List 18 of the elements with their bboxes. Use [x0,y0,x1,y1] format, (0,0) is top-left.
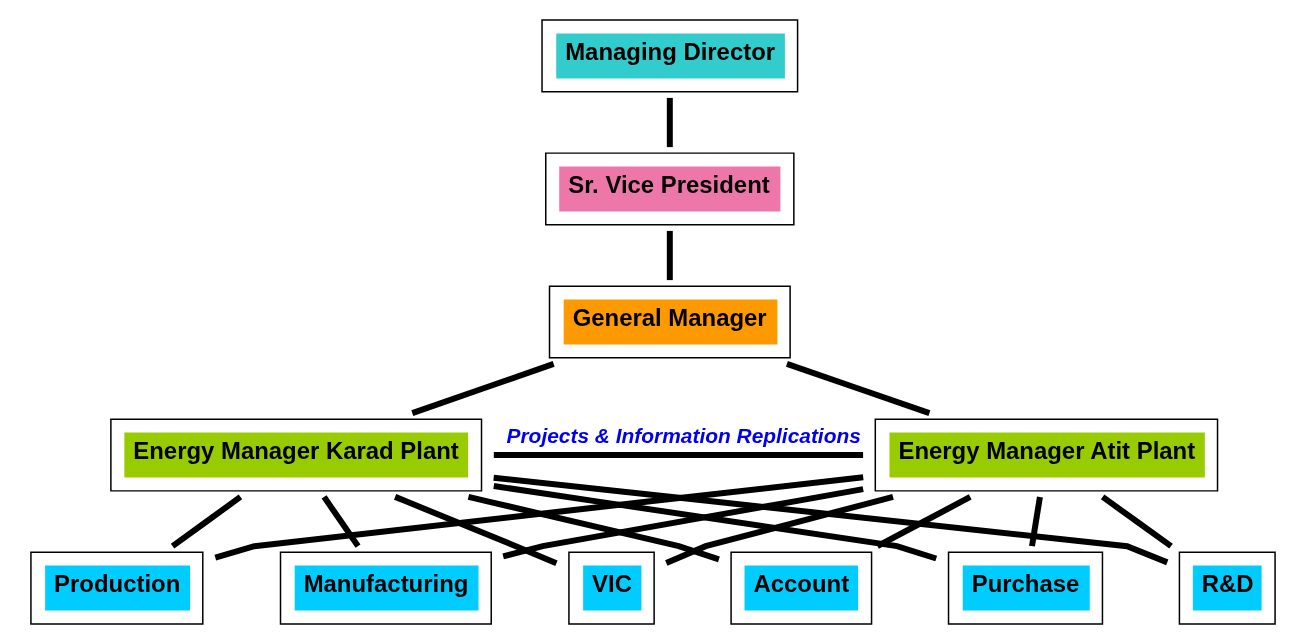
connector [666,230,673,281]
connector [493,474,1169,566]
connector [493,452,864,458]
connector [493,483,938,562]
connector [467,493,720,563]
edge-label: Projects & Information Replications [506,424,861,448]
connector [666,97,673,148]
connector [1029,496,1043,547]
connector [785,361,931,416]
connector [1100,494,1173,549]
connector [502,486,864,560]
connector [394,494,558,567]
connector [876,494,972,549]
connector [321,495,361,548]
connector [170,494,243,549]
connector [665,494,894,566]
connector [214,474,864,561]
connector [411,361,555,416]
